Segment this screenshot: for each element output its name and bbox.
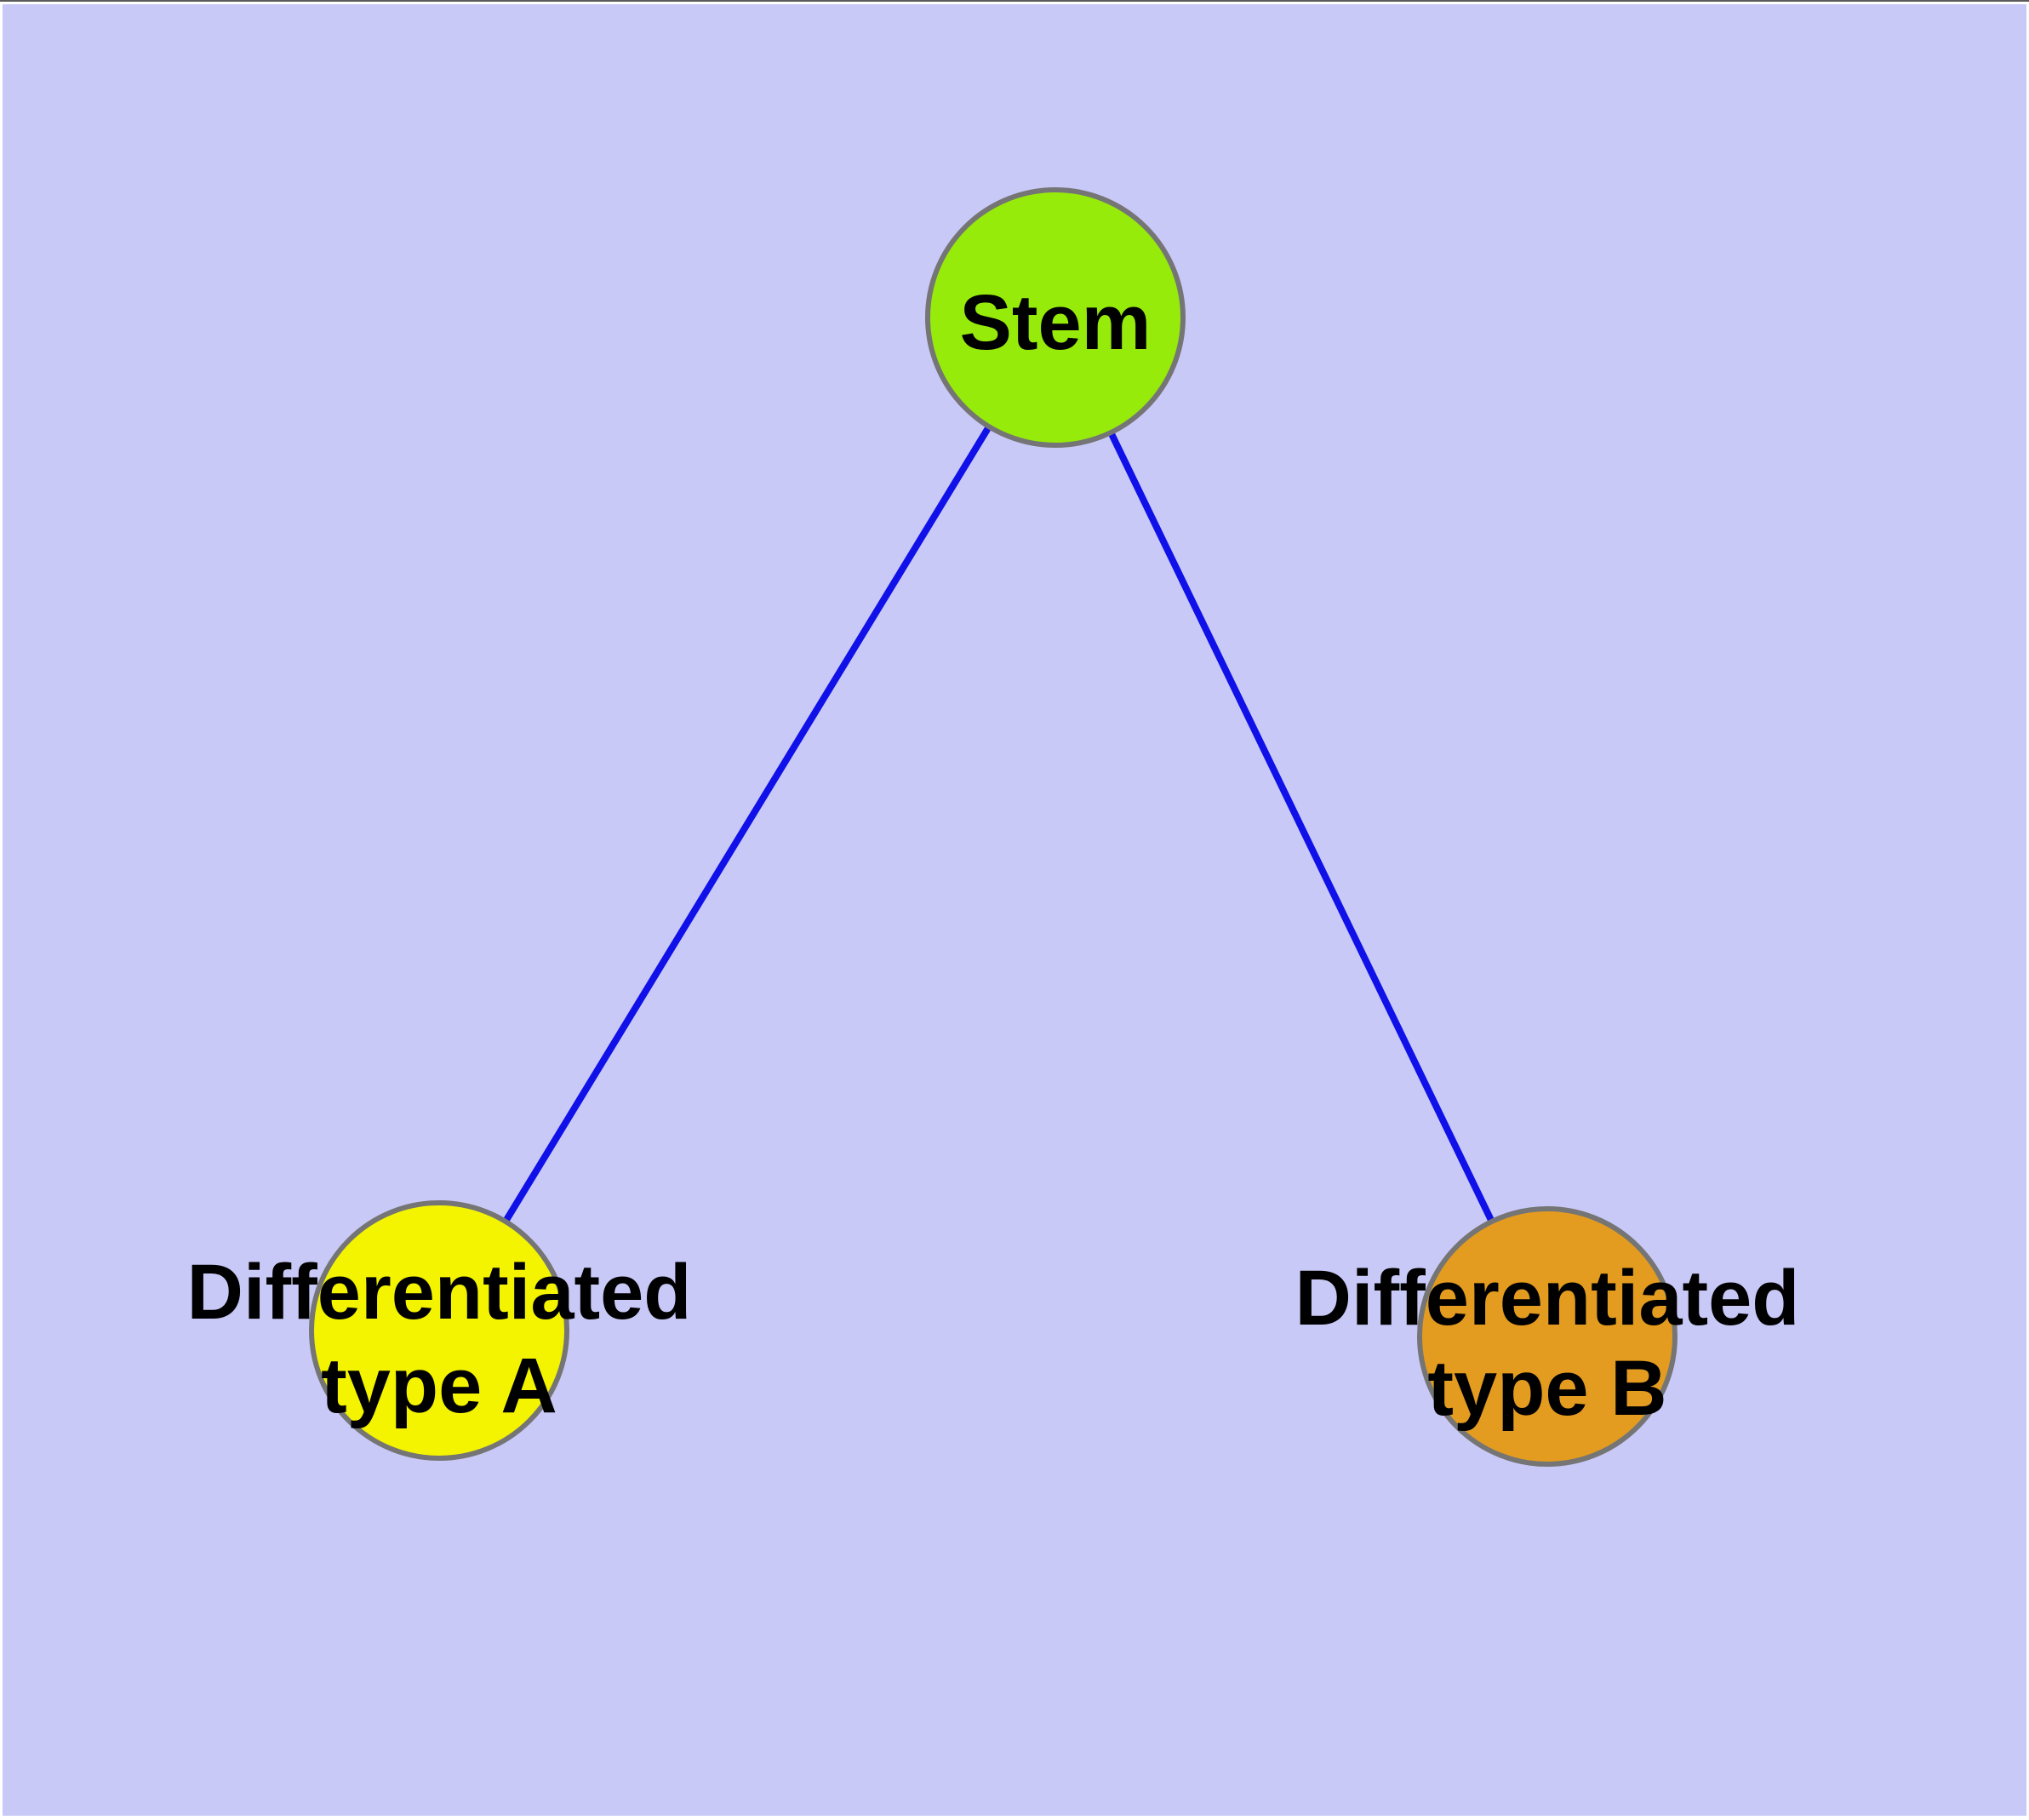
node-stem-label: Stem <box>960 279 1152 366</box>
node-type-b-circle <box>1417 1206 1677 1467</box>
node-type-b-label-line1: Differentiated <box>1295 1255 1800 1342</box>
node-stem-circle <box>925 187 1186 448</box>
node-type-a-label-line1: Differentiated <box>187 1249 692 1336</box>
node-type-a-circle <box>309 1200 569 1461</box>
top-hairline <box>0 0 2029 2</box>
node-type-b-label-line2: type B <box>1427 1345 1666 1432</box>
edge-stem-to-type-a <box>436 315 1059 1333</box>
edge-stem-to-type-b <box>1052 316 1551 1338</box>
node-type-a-label-line2: type A <box>321 1342 557 1429</box>
